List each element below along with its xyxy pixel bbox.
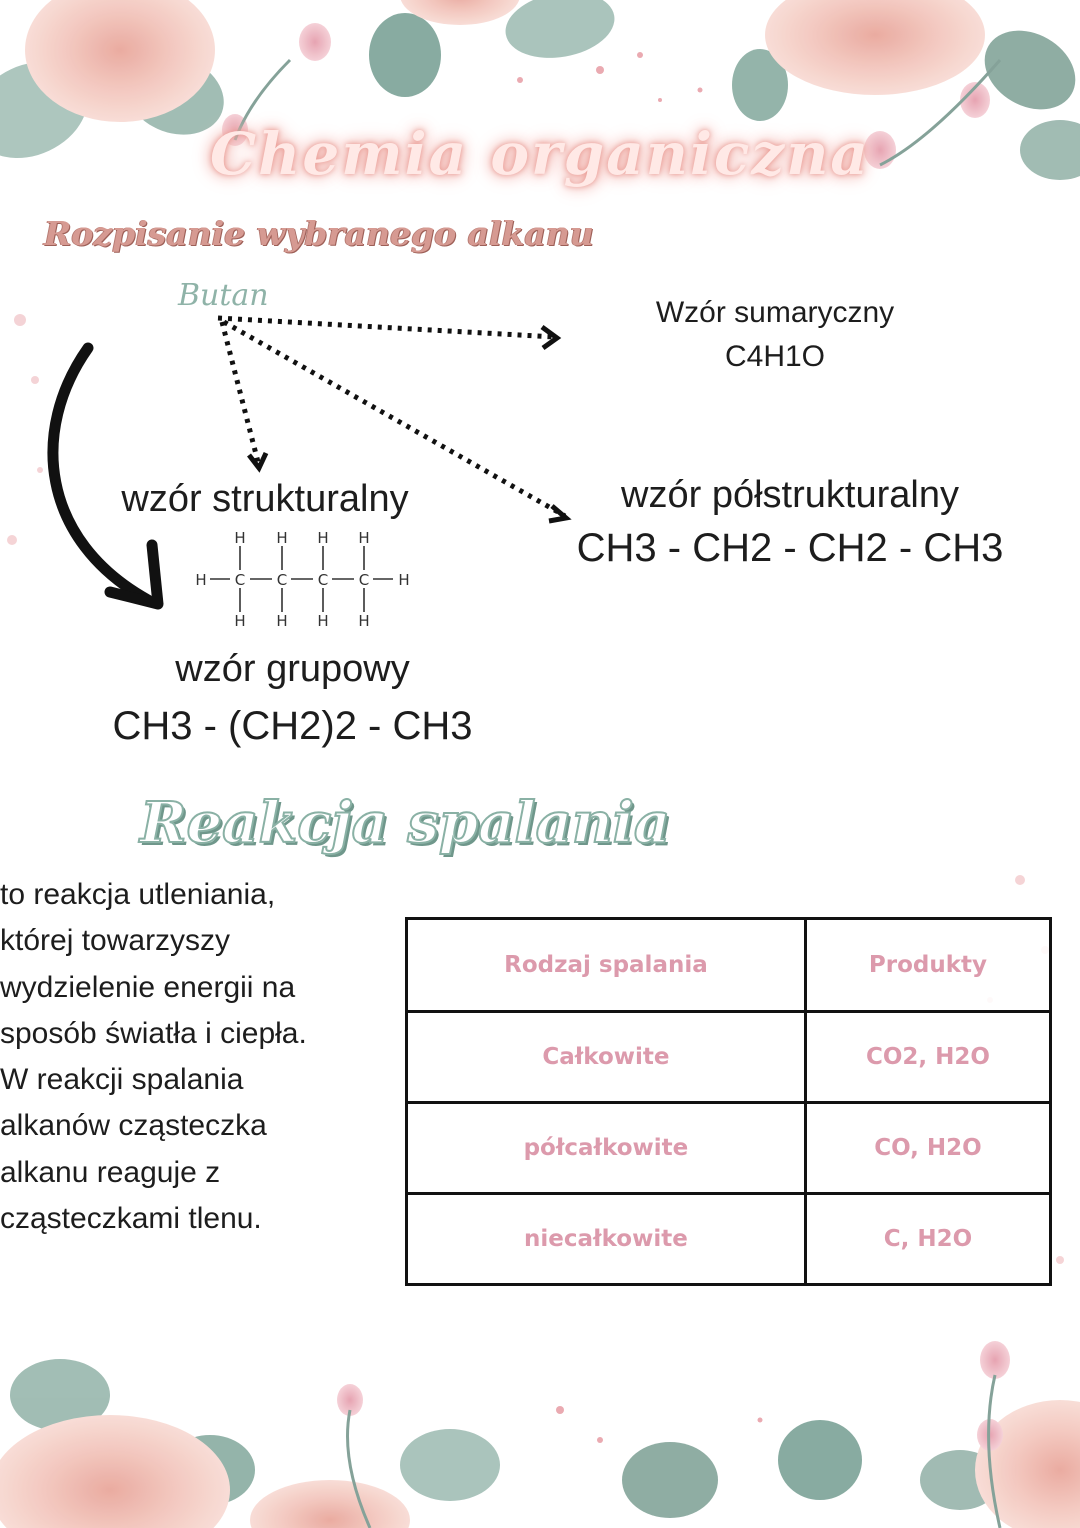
atom-label: H bbox=[317, 612, 328, 630]
table-cell: półcałkowite bbox=[405, 1101, 807, 1195]
group-formula-value: CH3 - (CH2)2 - CH3 bbox=[112, 704, 473, 748]
atom-label: C bbox=[235, 571, 245, 589]
table-row: Całkowite CO2, H2O bbox=[405, 1010, 1053, 1104]
combustion-table: Rodzaj spalania Produkty Całkowite CO2, … bbox=[405, 917, 1053, 1286]
atom-label: H bbox=[276, 612, 287, 630]
description-line: W reakcji spalania bbox=[0, 1063, 244, 1097]
table-cell: C, H2O bbox=[803, 1192, 1053, 1286]
arrows bbox=[47, 315, 572, 610]
page-title: Chemia organiczna bbox=[210, 120, 870, 188]
combustion-description: to reakcja utleniania, której towarzyszy… bbox=[0, 872, 360, 1242]
atom-label: H bbox=[195, 571, 206, 589]
description-line: której towarzyszy bbox=[0, 924, 231, 958]
section-heading-alkane: Rozpisanie wybranego alkanu bbox=[44, 214, 594, 253]
atom-label: H bbox=[317, 529, 328, 547]
table-row: półcałkowite CO, H2O bbox=[405, 1101, 1053, 1195]
table-header-row: Rodzaj spalania Produkty bbox=[405, 917, 1053, 1013]
description-line: cząsteczkami tlenu. bbox=[0, 1202, 262, 1236]
atom-label: H bbox=[276, 529, 287, 547]
group-formula-label: wzór grupowy bbox=[175, 648, 410, 690]
table-cell: CO, H2O bbox=[803, 1101, 1053, 1195]
summary-formula-label: Wzór sumaryczny bbox=[655, 296, 895, 329]
section-heading-combustion: Reakcja spalania bbox=[139, 789, 671, 857]
atom-label: H bbox=[234, 529, 245, 547]
atom-label: H bbox=[234, 612, 245, 630]
table-header-cell: Produkty bbox=[803, 917, 1053, 1013]
table-row: niecałkowite C, H2O bbox=[405, 1192, 1053, 1286]
description-line: alkanów cząsteczka bbox=[0, 1109, 267, 1143]
description-line: wydzielenie energii na bbox=[0, 970, 296, 1004]
atom-label: H bbox=[358, 612, 369, 630]
compound-name: Butan bbox=[178, 278, 269, 313]
atom-label: H bbox=[358, 529, 369, 547]
top-floral-border bbox=[0, 0, 1080, 180]
table-header-cell: Rodzaj spalania bbox=[405, 917, 807, 1013]
table-cell: Całkowite bbox=[405, 1010, 807, 1104]
structural-formula-label: wzór strukturalny bbox=[121, 478, 409, 520]
description-line: alkanu reaguje z bbox=[0, 1155, 221, 1189]
atom-label: H bbox=[398, 571, 409, 589]
semi-structural-formula-label: wzór półstrukturalny bbox=[621, 474, 959, 516]
bottom-floral-border bbox=[0, 1341, 1080, 1528]
table-cell: niecałkowite bbox=[405, 1192, 807, 1286]
atom-label: C bbox=[359, 571, 369, 589]
description-line: sposób światła i ciepła. bbox=[0, 1016, 307, 1050]
table-cell: CO2, H2O bbox=[803, 1010, 1053, 1104]
description-line: to reakcja utleniania, bbox=[0, 878, 276, 911]
semi-structural-formula-value: CH3 - CH2 - CH2 - CH3 bbox=[576, 526, 1004, 570]
structural-formula-diagram: H H H H H C C C C H H H H H bbox=[195, 529, 409, 630]
atom-label: C bbox=[318, 571, 328, 589]
summary-formula-value: C4H1O bbox=[724, 340, 826, 373]
atom-label: C bbox=[277, 571, 287, 589]
